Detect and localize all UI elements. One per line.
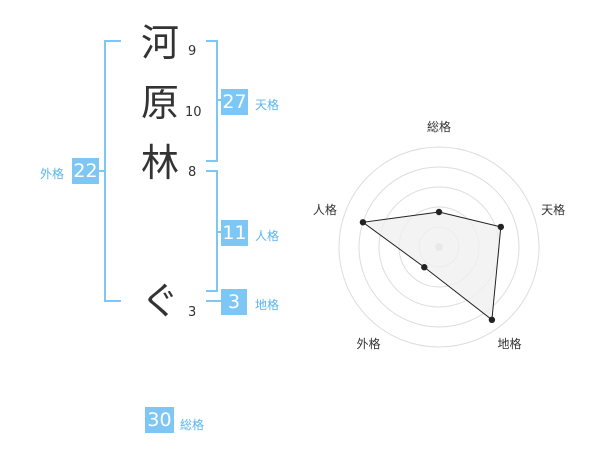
radar-polygon — [361, 211, 502, 321]
radar-axis-label: 地格 — [498, 336, 522, 351]
tenkaku-connector — [216, 99, 222, 101]
name-char-4: ぐ — [140, 279, 179, 323]
radar-axis-label: 総格 — [427, 119, 451, 134]
stroke-count-2: 10 — [185, 105, 202, 120]
gaikaku-bracket — [104, 40, 121, 302]
soukaku-value: 30 — [145, 407, 174, 433]
chikaku-connector — [206, 300, 222, 302]
soukaku-label: 総格 — [180, 418, 205, 432]
name-char-2: 原 — [140, 81, 179, 125]
chikaku-value: 3 — [221, 289, 247, 315]
tenkaku-value: 27 — [221, 89, 248, 115]
radar-point-4 — [421, 264, 428, 271]
tenkaku-bracket — [206, 40, 218, 162]
jinkaku-label: 人格 — [255, 229, 280, 243]
stroke-count-1: 9 — [188, 44, 197, 59]
name-char-1: 河 — [140, 21, 179, 65]
radar-axis-label: 天格 — [541, 202, 565, 217]
stroke-count-4: 3 — [188, 305, 197, 320]
radar-point-1 — [435, 208, 443, 216]
radar-grid-ring — [358, 166, 520, 328]
radar-axis-label: 外格 — [356, 336, 380, 351]
radar-point-2 — [497, 223, 505, 231]
name-char-3: 林 — [140, 141, 179, 185]
radar-grid-ring — [338, 146, 540, 348]
chikaku-label: 地格 — [255, 298, 280, 312]
gaikaku-label: 外格 — [40, 167, 65, 181]
radar-axis-label: 人格 — [313, 202, 337, 217]
gaikaku-value: 22 — [72, 158, 99, 184]
jinkaku-connector — [216, 231, 222, 233]
jinkaku-value: 11 — [221, 220, 248, 246]
radar-point-3 — [488, 316, 496, 324]
radar-point-5 — [359, 219, 367, 226]
tenkaku-label: 天格 — [255, 98, 280, 112]
stroke-count-3: 8 — [188, 165, 197, 180]
gaikaku-connector — [98, 170, 104, 172]
